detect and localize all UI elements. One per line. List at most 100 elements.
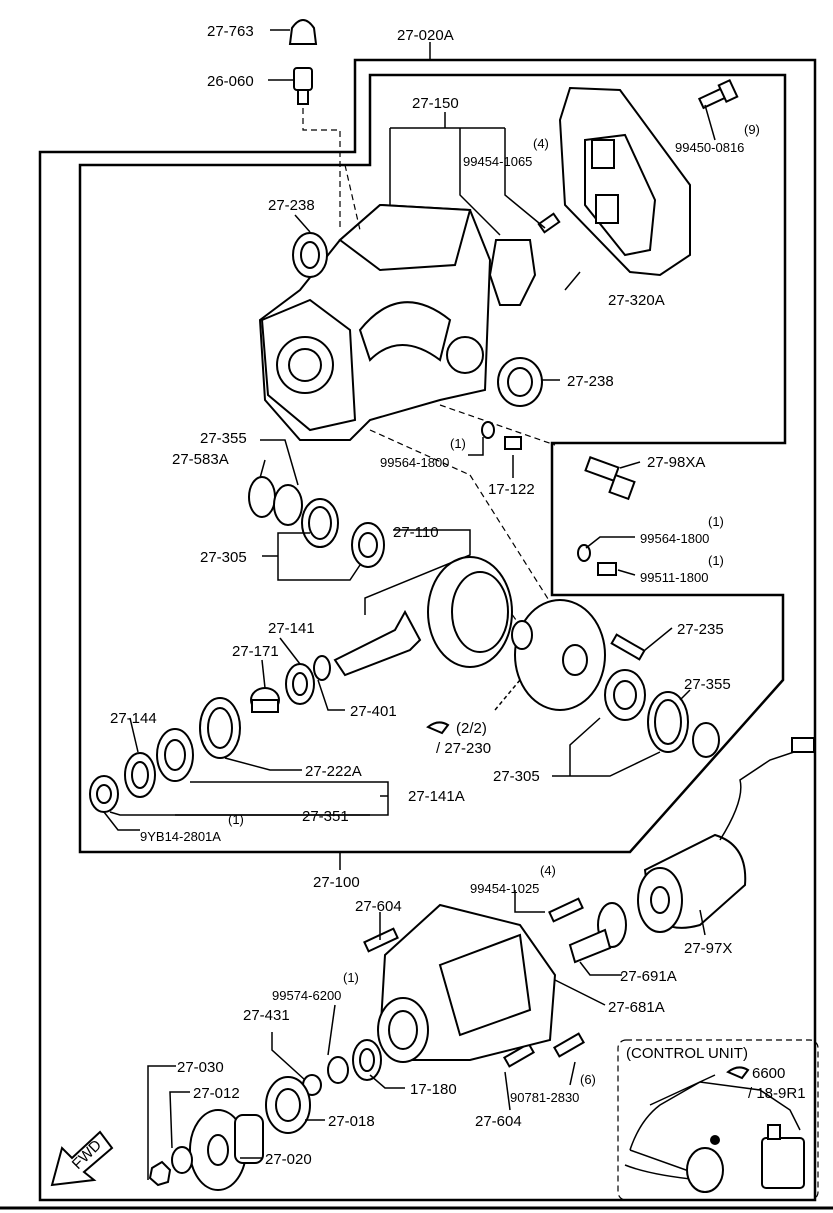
bearing-27-018-icon [265,1076,311,1134]
label-99564-1800-b: 99564-1800 [640,531,709,546]
label-27-355-left: 27-355 [200,430,247,447]
label-27-230: / 27-230 [436,740,491,757]
label-27-222a: 27-222A [305,763,362,780]
label-99574-6200: 99574-6200 [272,988,341,1003]
vehicle-silhouette-icon [624,1074,801,1193]
front-housing-icon [377,903,557,1063]
collapsible-spacer-icon [250,687,280,713]
label-27-97x: 27-97X [684,940,732,957]
label-99450-0816-qty: (9) [744,122,760,137]
washer-plug-icon [577,544,617,576]
breather-plug-icon [293,67,313,105]
label-27-235: 27-235 [677,621,724,638]
label-99564-1800-a: 99564-1800 [380,455,449,470]
assembly-frame-27-100 [78,73,787,854]
label-27-305-left: 27-305 [200,549,247,566]
label-27-020a: 27-020A [397,27,454,44]
companion-flange-27-020-icon [189,1109,264,1191]
assembly-guide-lines [344,164,556,641]
gear-housing-icon [258,203,492,441]
control-unit-module-icon [761,1124,805,1189]
label-27-98xa: 27-98XA [647,454,705,471]
label-99564-1800-b-qty: (1) [708,514,724,529]
sensor-icon [584,456,636,501]
label-27-238-right: 27-238 [567,373,614,390]
label-99454-1065: 99454-1065 [463,154,532,169]
label-27-020: 27-020 [265,1151,312,1168]
label-90781-2830: 90781-2830 [510,1090,579,1105]
bearing-outer-race-icon [199,697,241,759]
pointer-hand-icon [426,721,750,1080]
label-27-012: 27-012 [193,1085,240,1102]
label-27-604-top: 27-604 [355,898,402,915]
label-99511-1800: 99511-1800 [640,570,708,585]
label-27-351: 27-351 [302,808,349,825]
label-27-681a: 27-681A [608,999,665,1016]
shim-rings-right-icon [647,691,720,758]
drive-pinion-icon [333,609,422,677]
differential-case-icon [511,599,606,711]
label-9yb14-2801a: 9YB14-2801A [140,829,221,844]
oil-seal-top-icon [292,232,328,278]
label-9yb14-qty: (1) [228,812,244,827]
label-27-604-bottom: 27-604 [475,1113,522,1130]
forward-arrow-icon [50,1130,114,1187]
label-27-320a: 27-320A [608,292,665,309]
washer-27-012-icon [171,1146,193,1174]
label-27-238-top: 27-238 [268,197,315,214]
label-ref-2-2: (2/2) [456,720,487,737]
label-99450-0816: 99450-0816 [675,140,744,155]
label-27-691a: 27-691A [620,968,677,985]
rear-cover-icon [558,86,691,277]
breather-dash-line [302,108,341,230]
bearing-right-icon [604,669,646,721]
ring-gear-icon [427,556,513,668]
pinion-sleeve-icon [124,752,156,798]
label-99454-1065-qty: (4) [533,136,549,151]
label-27-030: 27-030 [177,1059,224,1076]
control-unit-frame [617,1039,819,1201]
lock-nut-icon [148,1160,172,1187]
label-27-100: 27-100 [313,874,360,891]
bearing-cap-icon [488,212,561,306]
assembly-frame-27-020a [38,58,817,1202]
label-27-150: 27-150 [412,95,459,112]
companion-flange-icon [568,902,627,964]
pinion-bearing-icon [285,655,331,705]
front-oil-seal-icon [352,1039,382,1081]
oil-seal-right-icon [497,357,543,407]
control-unit-ref: 6600 [752,1065,785,1082]
label-99574-6200-qty: (1) [343,970,359,985]
label-27-018: 27-018 [328,1113,375,1130]
label-99454-1025: 99454-1025 [470,881,539,896]
housing-bolt-icon [363,897,585,1068]
control-unit-title: (CONTROL UNIT) [626,1045,748,1062]
label-99454-1025-qty: (4) [540,863,556,878]
bearing-left-icon [351,522,385,568]
drain-plug-washer-icon [481,421,522,450]
label-17-180: 17-180 [410,1081,457,1098]
label-26-060: 26-060 [207,73,254,90]
label-27-763: 27-763 [207,23,254,40]
label-99511-1800-qty: (1) [708,553,724,568]
control-unit-ref-2: / 18-9R1 [748,1085,806,1102]
label-27-305-right: 27-305 [493,768,540,785]
shim-rings-left-icon [248,476,339,548]
coupling-motor-icon [637,737,815,933]
label-27-401: 27-401 [350,703,397,720]
label-27-141: 27-141 [268,620,315,637]
label-27-144: 27-144 [110,710,157,727]
cover-bolt-icon [697,78,739,110]
label-27-110: 27-110 [393,524,439,541]
label-27-141a: 27-141A [408,788,465,805]
label-27-583a: 27-583A [172,451,229,468]
label-17-122: 17-122 [488,481,535,498]
label-90781-2830-qty: (6) [580,1072,596,1087]
label-99564-1800-a-qty: (1) [450,436,466,451]
oil-seal-front-icon [89,775,119,813]
label-27-171: 27-171 [232,643,279,660]
pinion-rear-bearing-icon [156,728,194,782]
breather-cap-icon [288,19,318,45]
leader-lines [103,29,716,1180]
